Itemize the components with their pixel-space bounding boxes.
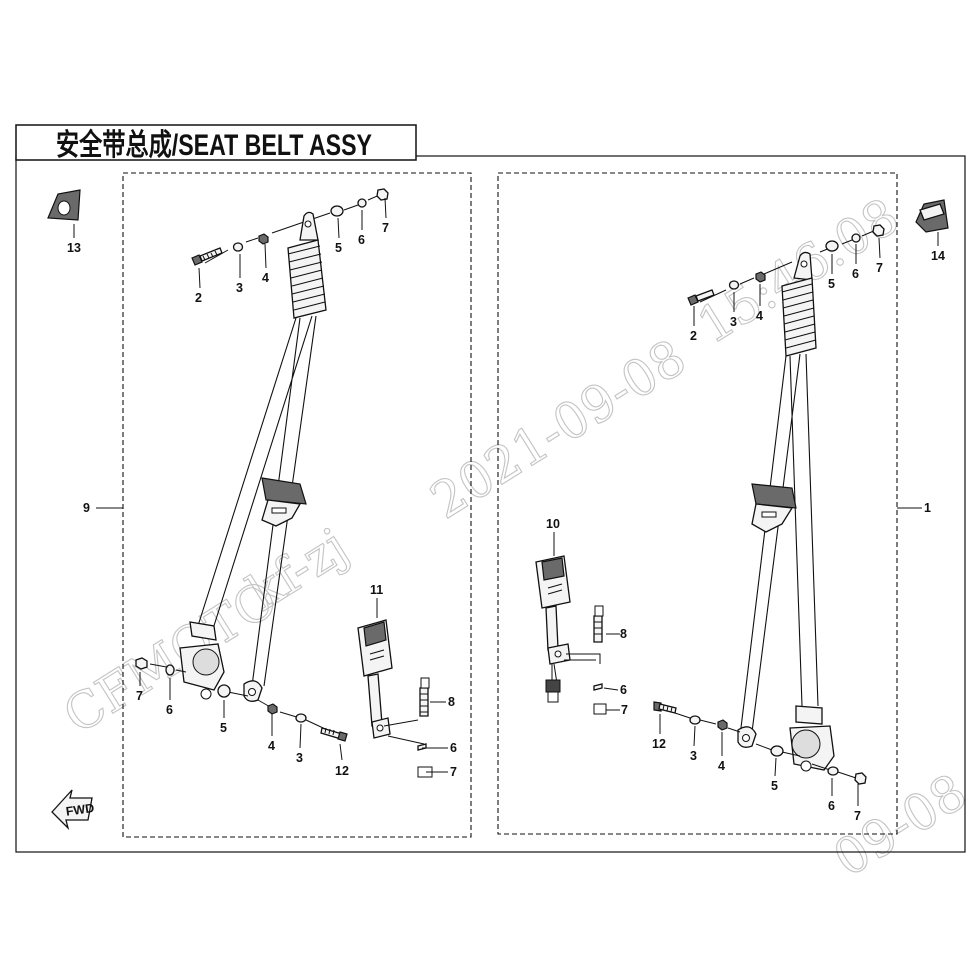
spacer: [330, 205, 344, 217]
washer: [851, 233, 861, 243]
left-panel-frame: [122, 172, 472, 838]
tongue-plate: [261, 477, 307, 527]
retractor: [789, 705, 835, 772]
label-3: 3: [236, 281, 243, 295]
nut: [376, 188, 389, 201]
spacer: [770, 745, 784, 757]
label-11: 11: [370, 583, 383, 597]
label-5: 5: [220, 721, 227, 735]
washer: [232, 242, 244, 252]
label-7: 7: [854, 809, 861, 823]
left-panel: FWD: [47, 172, 472, 838]
label-9: 9: [83, 501, 90, 515]
label-5: 5: [771, 779, 778, 793]
bolt: [687, 289, 715, 306]
label-5: 5: [828, 277, 835, 291]
belt-webbing: [195, 315, 317, 687]
label-7: 7: [621, 703, 628, 717]
bolt: [191, 247, 223, 266]
nut: [135, 657, 148, 670]
label-6: 6: [828, 799, 835, 813]
sheet-frame: [15, 155, 966, 853]
page-title: 安全带总成/SEAT BELT ASSY: [56, 128, 372, 162]
nut: [755, 271, 766, 283]
washer: [827, 766, 839, 776]
washer: [689, 715, 701, 725]
label-3: 3: [296, 751, 303, 765]
bezel-14: [915, 199, 949, 233]
label-8: 8: [448, 695, 455, 709]
tongue-plate: [751, 483, 797, 533]
right-panel: [497, 172, 949, 835]
part-labels: 13 2 3 4 5 6 7 9 11 8 6 7 7 6 5 4 3 12 1…: [67, 221, 945, 823]
label-13: 13: [67, 241, 81, 255]
lower-anchor: [243, 680, 263, 702]
right-panel-frame: [497, 172, 898, 835]
watermark-corner: 09-08: [824, 763, 977, 889]
washer: [165, 664, 175, 676]
label-4: 4: [756, 309, 763, 323]
shoulder-anchor: [781, 251, 817, 357]
retractor: [179, 621, 225, 700]
label-6: 6: [852, 267, 859, 281]
label-6: 6: [166, 703, 173, 717]
label-4: 4: [268, 739, 275, 753]
label-12: 12: [335, 764, 349, 778]
label-7: 7: [876, 261, 883, 275]
label-5: 5: [335, 241, 342, 255]
label-6: 6: [450, 741, 457, 755]
fwd-text: FWD: [65, 801, 95, 819]
label-6: 6: [620, 683, 627, 697]
nut: [872, 224, 885, 237]
fwd-arrow: FWD: [51, 789, 95, 831]
label-12: 12: [652, 737, 666, 751]
label-1: 1: [924, 501, 931, 515]
watermark-date: 2021-09-08: [421, 328, 696, 530]
label-7: 7: [136, 689, 143, 703]
belt-webbing: [739, 353, 819, 737]
washer: [728, 280, 740, 290]
spacer: [825, 240, 839, 252]
bolt: [653, 701, 677, 714]
buckle-assembly: [535, 555, 620, 715]
shoulder-anchor: [287, 211, 327, 319]
bezel-13: [47, 189, 81, 221]
watermark: CFMOTO kf-zj 2021-09-08 15:46:08 09-08: [53, 186, 977, 889]
label-3: 3: [730, 315, 737, 329]
label-10: 10: [546, 517, 560, 531]
washer: [295, 713, 307, 723]
label-2: 2: [195, 291, 202, 305]
label-8: 8: [620, 627, 627, 641]
nut: [854, 772, 867, 785]
lower-anchor: [737, 726, 757, 748]
washer: [357, 198, 367, 208]
label-4: 4: [718, 759, 725, 773]
label-6: 6: [358, 233, 365, 247]
nut: [717, 719, 728, 731]
title-box: 安全带总成/SEAT BELT ASSY: [15, 124, 417, 162]
nut: [267, 703, 278, 715]
label-2: 2: [690, 329, 697, 343]
spacer: [217, 684, 231, 698]
label-7: 7: [382, 221, 389, 235]
label-3: 3: [690, 749, 697, 763]
label-7: 7: [450, 765, 457, 779]
bolt: [320, 727, 348, 742]
nut: [258, 233, 269, 245]
label-4: 4: [262, 271, 269, 285]
label-14: 14: [931, 249, 945, 263]
buckle-assembly: [357, 619, 433, 778]
